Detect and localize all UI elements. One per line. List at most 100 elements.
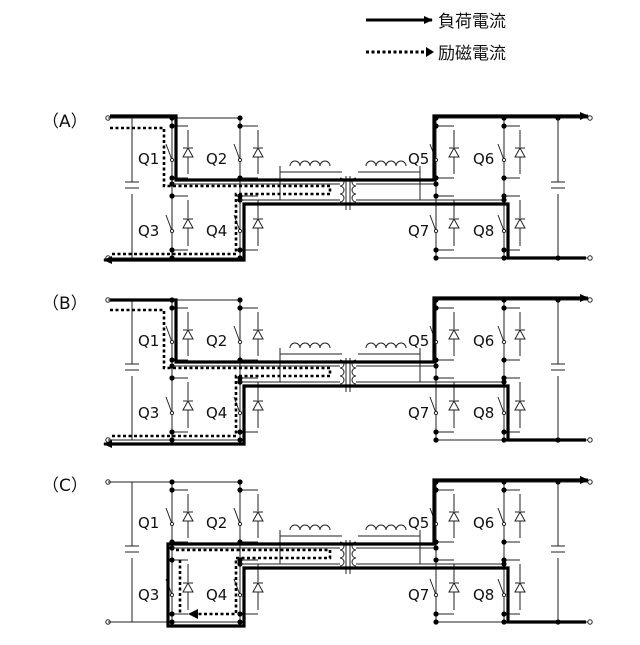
switch-contact [434,229,437,232]
switch-label-q3: Q3 [138,222,159,240]
switch-contact [502,340,505,343]
diode-symbol [515,148,525,157]
switch-blade [166,508,172,524]
junction-dot [433,247,438,252]
switch-blade [498,326,504,342]
junction-dot [501,611,506,616]
switch-blade [498,579,504,595]
junction-dot [433,611,438,616]
panel-label: （C） [42,476,88,496]
switch-label-q5: Q5 [408,150,429,168]
switch-contact [502,522,505,525]
junction-dot [237,487,242,492]
inductor-coil [290,161,330,166]
diode-symbol [253,583,263,592]
diode-symbol [515,219,525,228]
diode-symbol [515,401,525,410]
switch-contact [434,411,437,414]
junction-dot [433,193,438,198]
diode-symbol [515,583,525,592]
switch-contact [170,593,173,596]
junction-dot [169,375,174,380]
junction-dot [501,379,506,384]
diode-symbol [449,330,459,339]
switch-blade [166,215,172,231]
switch-contact [502,411,505,414]
switch-contact [502,229,505,232]
switch-contact [238,229,241,232]
switch-label-q3: Q3 [138,404,159,422]
switch-contact [502,158,505,161]
switch-blade [498,397,504,413]
diode-symbol [253,219,263,228]
switch-contact [434,593,437,596]
switch-label-q2: Q2 [206,150,227,168]
switch-contact [238,522,241,525]
diode-symbol [183,330,193,339]
junction-dot [501,619,506,624]
switch-label-q5: Q5 [408,332,429,350]
switch-label-q5: Q5 [408,514,429,532]
switch-contact [170,158,173,161]
inductor-coil [366,525,406,530]
junction-dot [501,197,506,202]
switch-contact [502,593,505,596]
junction-dot [433,557,438,562]
panel-label: （A） [42,112,88,132]
terminal [588,620,592,624]
junction-dot [433,619,438,624]
junction-dot [169,123,174,128]
terminal [588,298,592,302]
junction-dot [169,305,174,310]
diode-symbol [449,219,459,228]
diode-symbol [253,330,263,339]
diode-symbol [449,512,459,521]
load-return-path [110,204,586,260]
switch-label-q1: Q1 [138,332,159,350]
junction-dot [501,539,506,544]
legend: 負荷電流 励磁電流 [366,12,506,64]
junction-dot [237,437,242,442]
load-current-path [168,480,586,622]
junction-dot [501,255,506,260]
switch-label-q6: Q6 [473,150,494,168]
inductor-coil [290,343,330,348]
switch-blade [498,215,504,231]
junction-dot [169,437,174,442]
switch-label-q4: Q4 [206,586,227,604]
switch-contact [238,411,241,414]
junction-dot [501,437,506,442]
circuit-panel-a: （A）Q1Q2Q3Q4Q5Q6Q7Q8 [42,112,592,261]
load-return-path [168,568,586,626]
junction-dot [501,429,506,434]
junction-dot [237,611,242,616]
junction-dot [237,297,242,302]
switch-blade [498,144,504,160]
junction-dot [433,437,438,442]
diode-symbol [515,330,525,339]
junction-dot [433,429,438,434]
junction-dot [169,619,174,624]
switch-blade [430,215,436,231]
junction-dot [501,247,506,252]
junction-dot [237,115,242,120]
switch-blade [430,579,436,595]
junction-dot [433,363,438,368]
legend-load-label: 負荷電流 [438,12,506,32]
switch-contact [170,340,173,343]
junction-dot [169,429,174,434]
junction-dot [501,175,506,180]
panel-label: （B） [42,294,88,314]
switch-label-q2: Q2 [206,332,227,350]
junction-dot [433,545,438,550]
diode-symbol [183,401,193,410]
junction-dot [169,611,174,616]
load-return-path [110,386,586,444]
switch-blade [498,508,504,524]
junction-dot [501,123,506,128]
switch-blade [166,144,172,160]
switch-contact [238,593,241,596]
junction-dot [237,619,242,624]
switch-blade [430,397,436,413]
